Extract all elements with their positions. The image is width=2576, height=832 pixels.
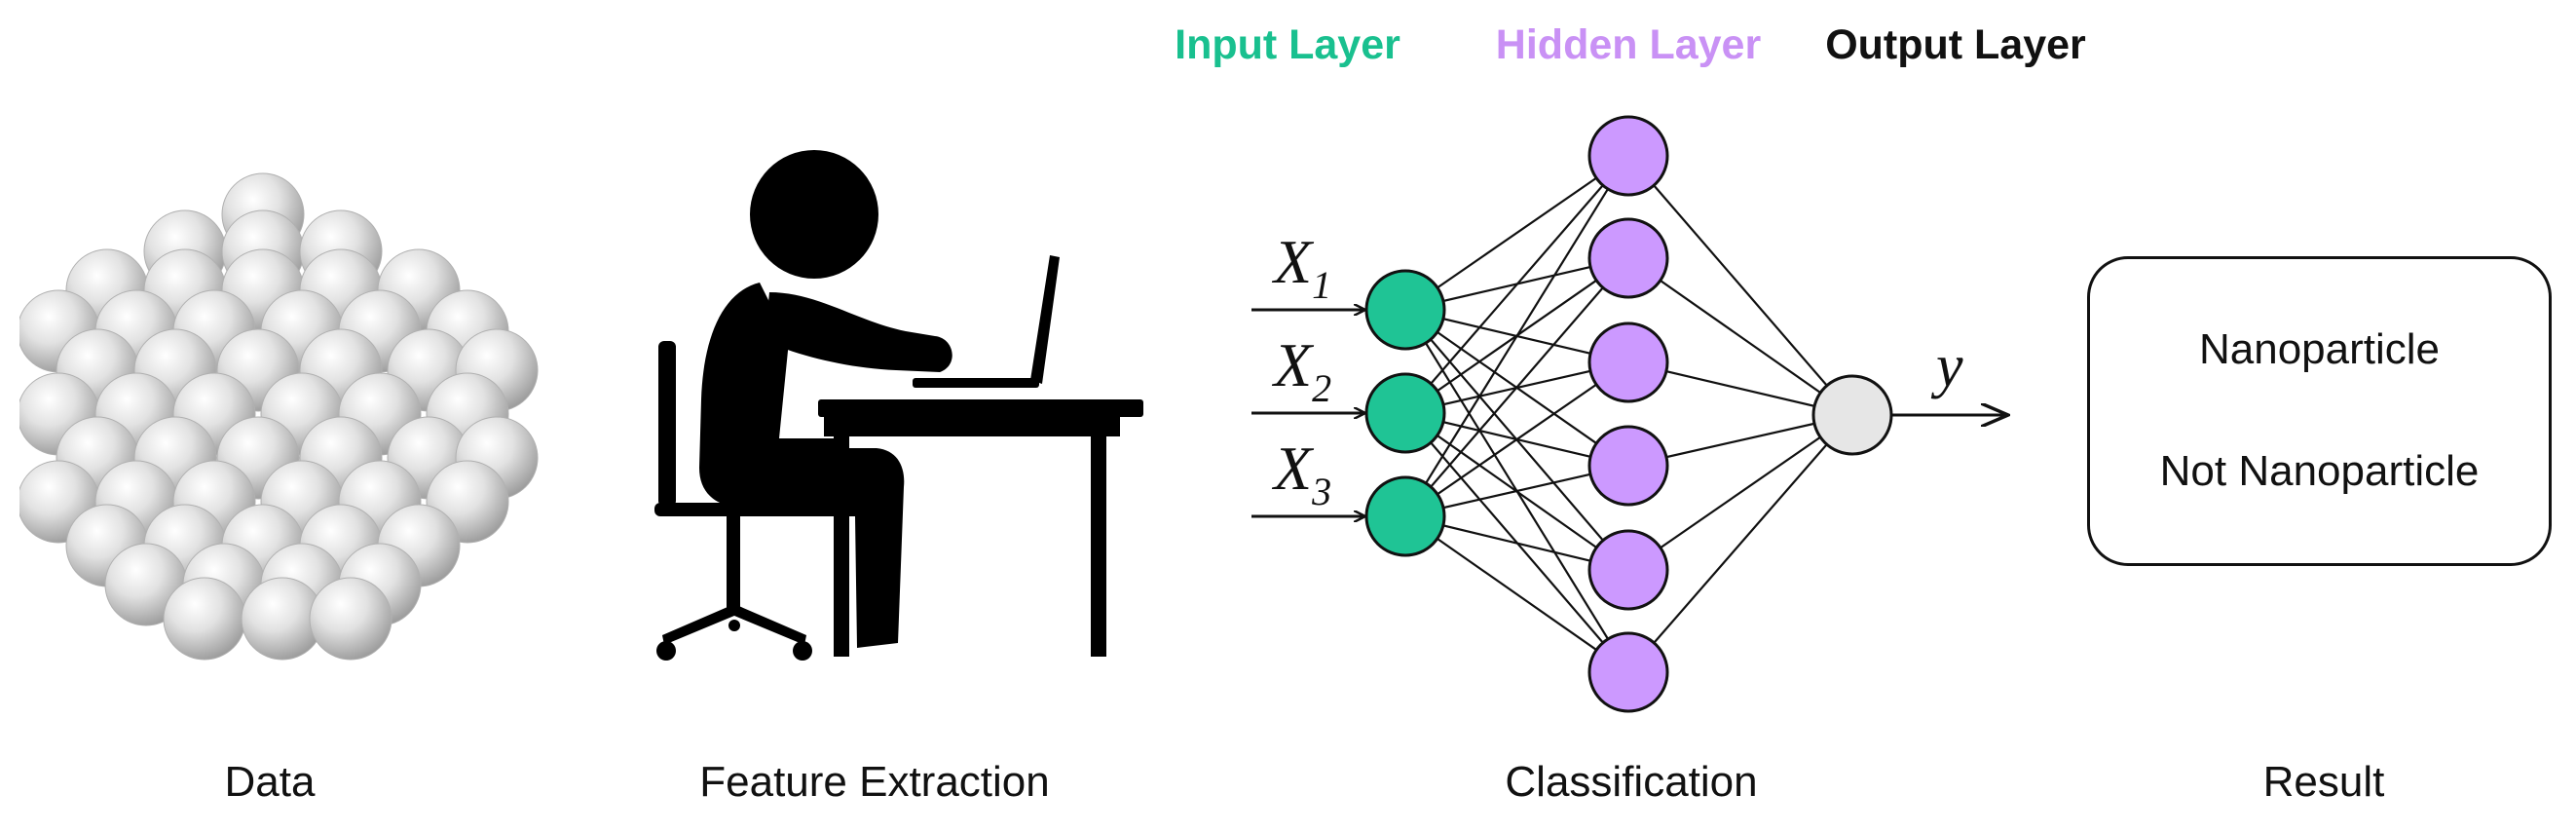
- connection-input-hidden: [1404, 155, 1629, 311]
- stage-label-data: Data: [224, 758, 316, 806]
- connection-input-hidden: [1404, 515, 1629, 673]
- input-variable-label: X1: [1271, 227, 1331, 307]
- hidden-layer-title: Hidden Layer: [1495, 21, 1762, 68]
- sphere: [309, 577, 392, 661]
- output-layer-title: Output Layer: [1825, 21, 2086, 68]
- result-option-not-nanoparticle: Not Nanoparticle: [2159, 447, 2480, 495]
- connection-hidden-output: [1627, 414, 1853, 571]
- nanoparticle-cluster-icon: [19, 172, 539, 661]
- connection-hidden-output: [1627, 155, 1853, 416]
- input-layer-title: Input Layer: [1175, 21, 1400, 68]
- hidden-node: [1587, 321, 1669, 403]
- hidden-node: [1587, 529, 1669, 611]
- hidden-node: [1587, 631, 1669, 713]
- connection-input-hidden: [1404, 155, 1629, 517]
- hidden-node: [1587, 425, 1669, 507]
- input-variable-label: X2: [1271, 330, 1331, 410]
- input-node: [1364, 269, 1446, 351]
- stage-label-result: Result: [2262, 758, 2385, 806]
- input-node: [1364, 475, 1446, 557]
- output-node: [1811, 374, 1893, 456]
- stage-label-classification: Classification: [1505, 758, 1758, 806]
- hidden-node: [1587, 115, 1669, 197]
- input-node: [1364, 372, 1446, 454]
- input-variable-label: X3: [1271, 434, 1331, 513]
- stage-label-feature-extraction: Feature Extraction: [699, 758, 1050, 806]
- result-box: Nanoparticle Not Nanoparticle: [2087, 256, 2552, 566]
- hidden-node: [1587, 217, 1669, 299]
- person-at-laptop-icon: [654, 150, 1143, 661]
- connection-input-hidden: [1404, 361, 1629, 517]
- connection-hidden-output: [1627, 414, 1853, 673]
- connection-hidden-output: [1627, 257, 1853, 416]
- result-option-nanoparticle: Nanoparticle: [2198, 325, 2441, 373]
- connection-input-hidden: [1404, 155, 1629, 414]
- output-variable-label: y: [1930, 333, 1963, 399]
- connection-input-hidden: [1404, 257, 1629, 517]
